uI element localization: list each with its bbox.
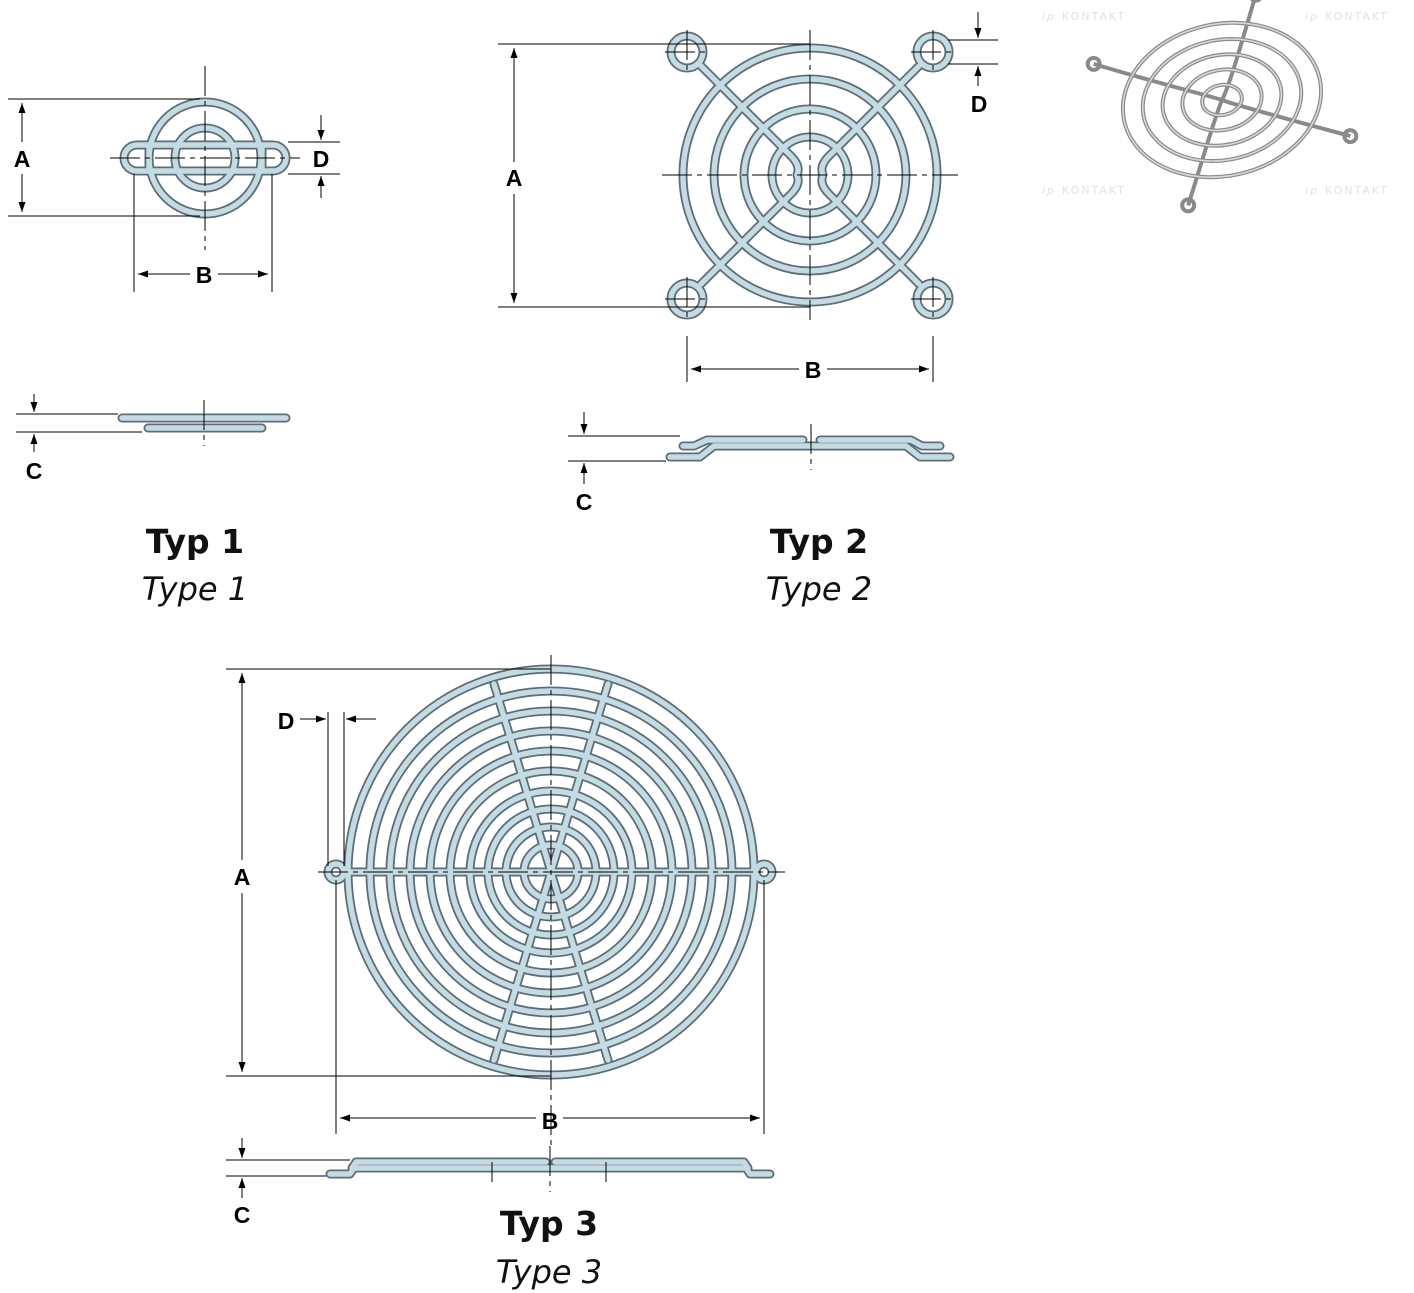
- type2-side-view: [665, 424, 955, 470]
- type1-title: Typ 1: [146, 522, 244, 561]
- type3-label-c: C: [234, 1202, 251, 1228]
- type2-label-d: D: [971, 91, 988, 117]
- type3-top-view: [318, 655, 785, 1150]
- type3-dimension-c: C: [226, 1138, 350, 1228]
- type2-title: Typ 2: [770, 522, 868, 561]
- type3-label-b: B: [542, 1108, 559, 1134]
- type1-subtitle: Type 1: [142, 570, 248, 608]
- type2-drawing: A B D: [498, 12, 998, 608]
- type2-label-b: B: [805, 357, 822, 383]
- type2-dimension-b: B: [686, 336, 934, 383]
- type1-dimension-d: D: [288, 115, 340, 198]
- type2-top-view: [662, 30, 958, 321]
- type1-label-c: C: [26, 458, 43, 484]
- type1-label-d: D: [313, 146, 330, 172]
- type3-dimension-d: D: [278, 708, 376, 866]
- type1-label-b: B: [196, 262, 213, 288]
- type1-drawing: A B D C T: [8, 66, 340, 608]
- type3-subtitle: Type 3: [496, 1253, 602, 1291]
- type3-dimension-a: A: [226, 668, 551, 1077]
- type1-top-view: [110, 66, 300, 250]
- type2-dimension-c: C: [568, 412, 680, 515]
- type3-dimension-b: B: [335, 880, 765, 1134]
- type2-subtitle: Type 2: [766, 570, 872, 608]
- type1-dimension-b: B: [133, 174, 273, 292]
- type3-title: Typ 3: [500, 1204, 598, 1243]
- type2-label-a: A: [506, 165, 523, 191]
- type3-drawing: A B D: [226, 655, 785, 1291]
- type2-dimension-d: D: [948, 12, 998, 117]
- type2-dimension-a: A: [498, 43, 810, 308]
- type1-side-view: [117, 400, 291, 446]
- type3-label-a: A: [234, 864, 251, 890]
- type2-label-c: C: [576, 489, 593, 515]
- type1-label-a: A: [14, 146, 31, 172]
- type3-label-d: D: [278, 708, 295, 734]
- type3-side-view: [325, 1146, 775, 1192]
- type1-dimension-a: A: [8, 98, 200, 217]
- type1-dimension-c: C: [16, 394, 142, 484]
